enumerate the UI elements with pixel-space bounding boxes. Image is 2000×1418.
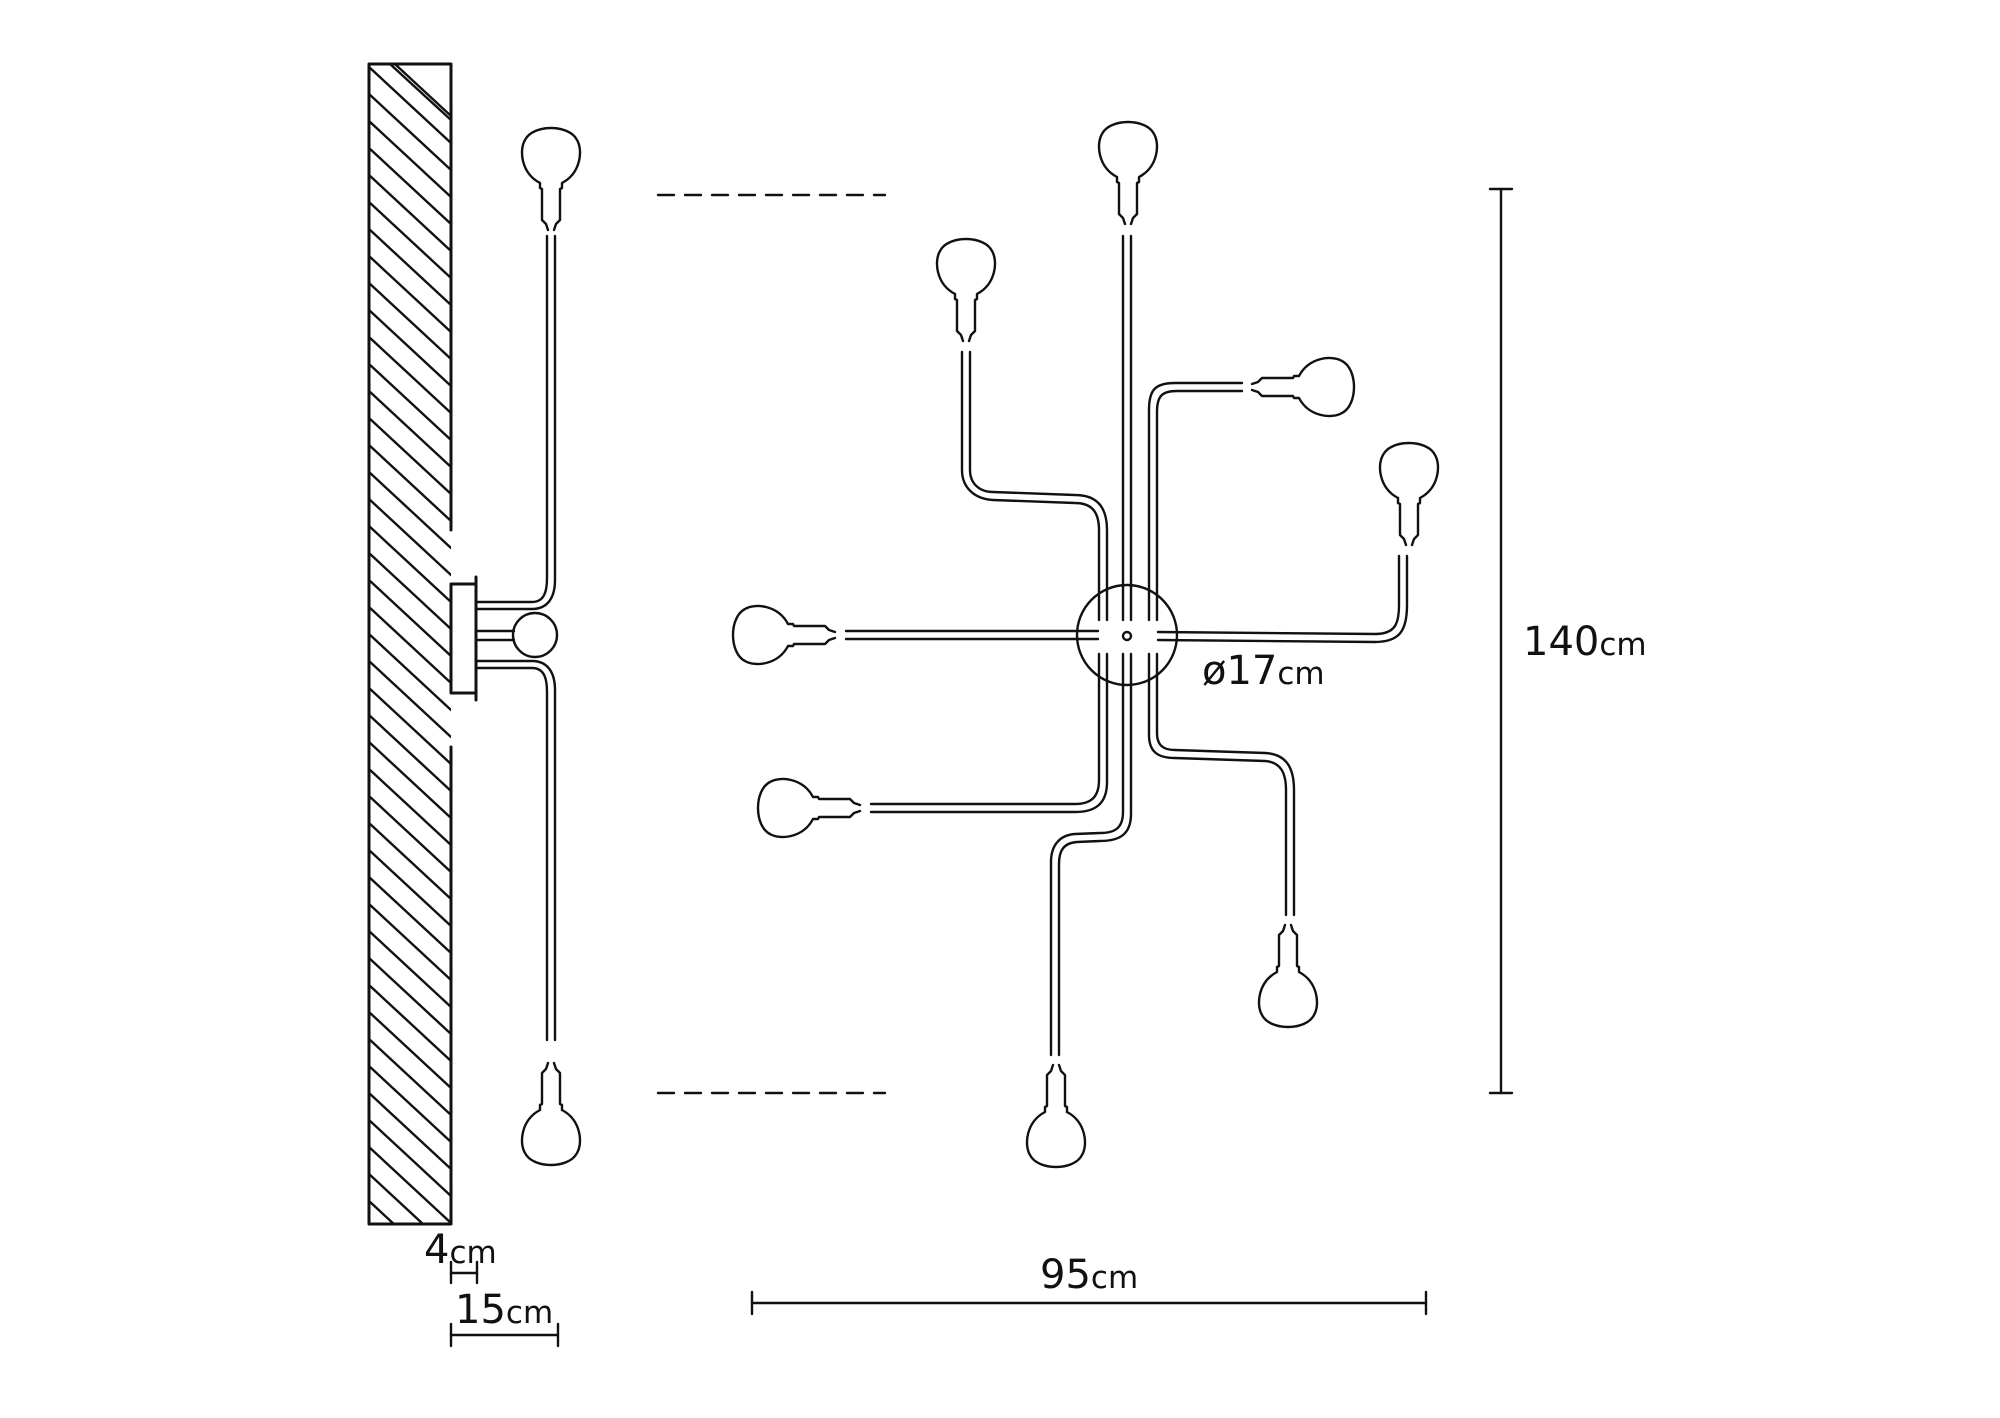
front-bulb-lower-right	[1257, 923, 1319, 1029]
dimension-total-depth	[449, 1322, 560, 1348]
wall-section	[367, 62, 453, 1226]
canopy-diameter-label: ø17cm	[1202, 648, 1325, 694]
side-bulb-bottom	[520, 1061, 582, 1167]
front-bulb-top-left	[935, 237, 997, 343]
front-bulb-top-center	[1097, 120, 1159, 226]
front-bulb-lower-left	[756, 777, 862, 839]
total-depth-label: 15cm	[455, 1287, 554, 1333]
dimension-width	[750, 1290, 1428, 1316]
side-mounting-plate	[449, 582, 478, 695]
dimension-height	[1488, 187, 1514, 1095]
side-bulb-middle	[511, 611, 559, 659]
canopy-disc	[1075, 583, 1179, 687]
side-bulb-top	[520, 126, 582, 232]
front-bulb-bottom	[1025, 1063, 1087, 1169]
side-arm-lower	[474, 659, 557, 1042]
dimension-canopy-depth	[449, 1260, 479, 1285]
front-bulb-left	[731, 604, 837, 666]
front-bulb-upper-right	[1250, 356, 1356, 418]
height-label: 140cm	[1523, 619, 1647, 665]
front-bulb-right	[1378, 441, 1440, 547]
canopy-screw	[1121, 630, 1133, 642]
front-view	[731, 120, 1440, 1169]
side-view	[367, 62, 582, 1226]
width-label: 95cm	[1040, 1252, 1139, 1298]
canopy-depth-label: 4cm	[424, 1227, 497, 1273]
side-arm-upper	[474, 234, 557, 611]
